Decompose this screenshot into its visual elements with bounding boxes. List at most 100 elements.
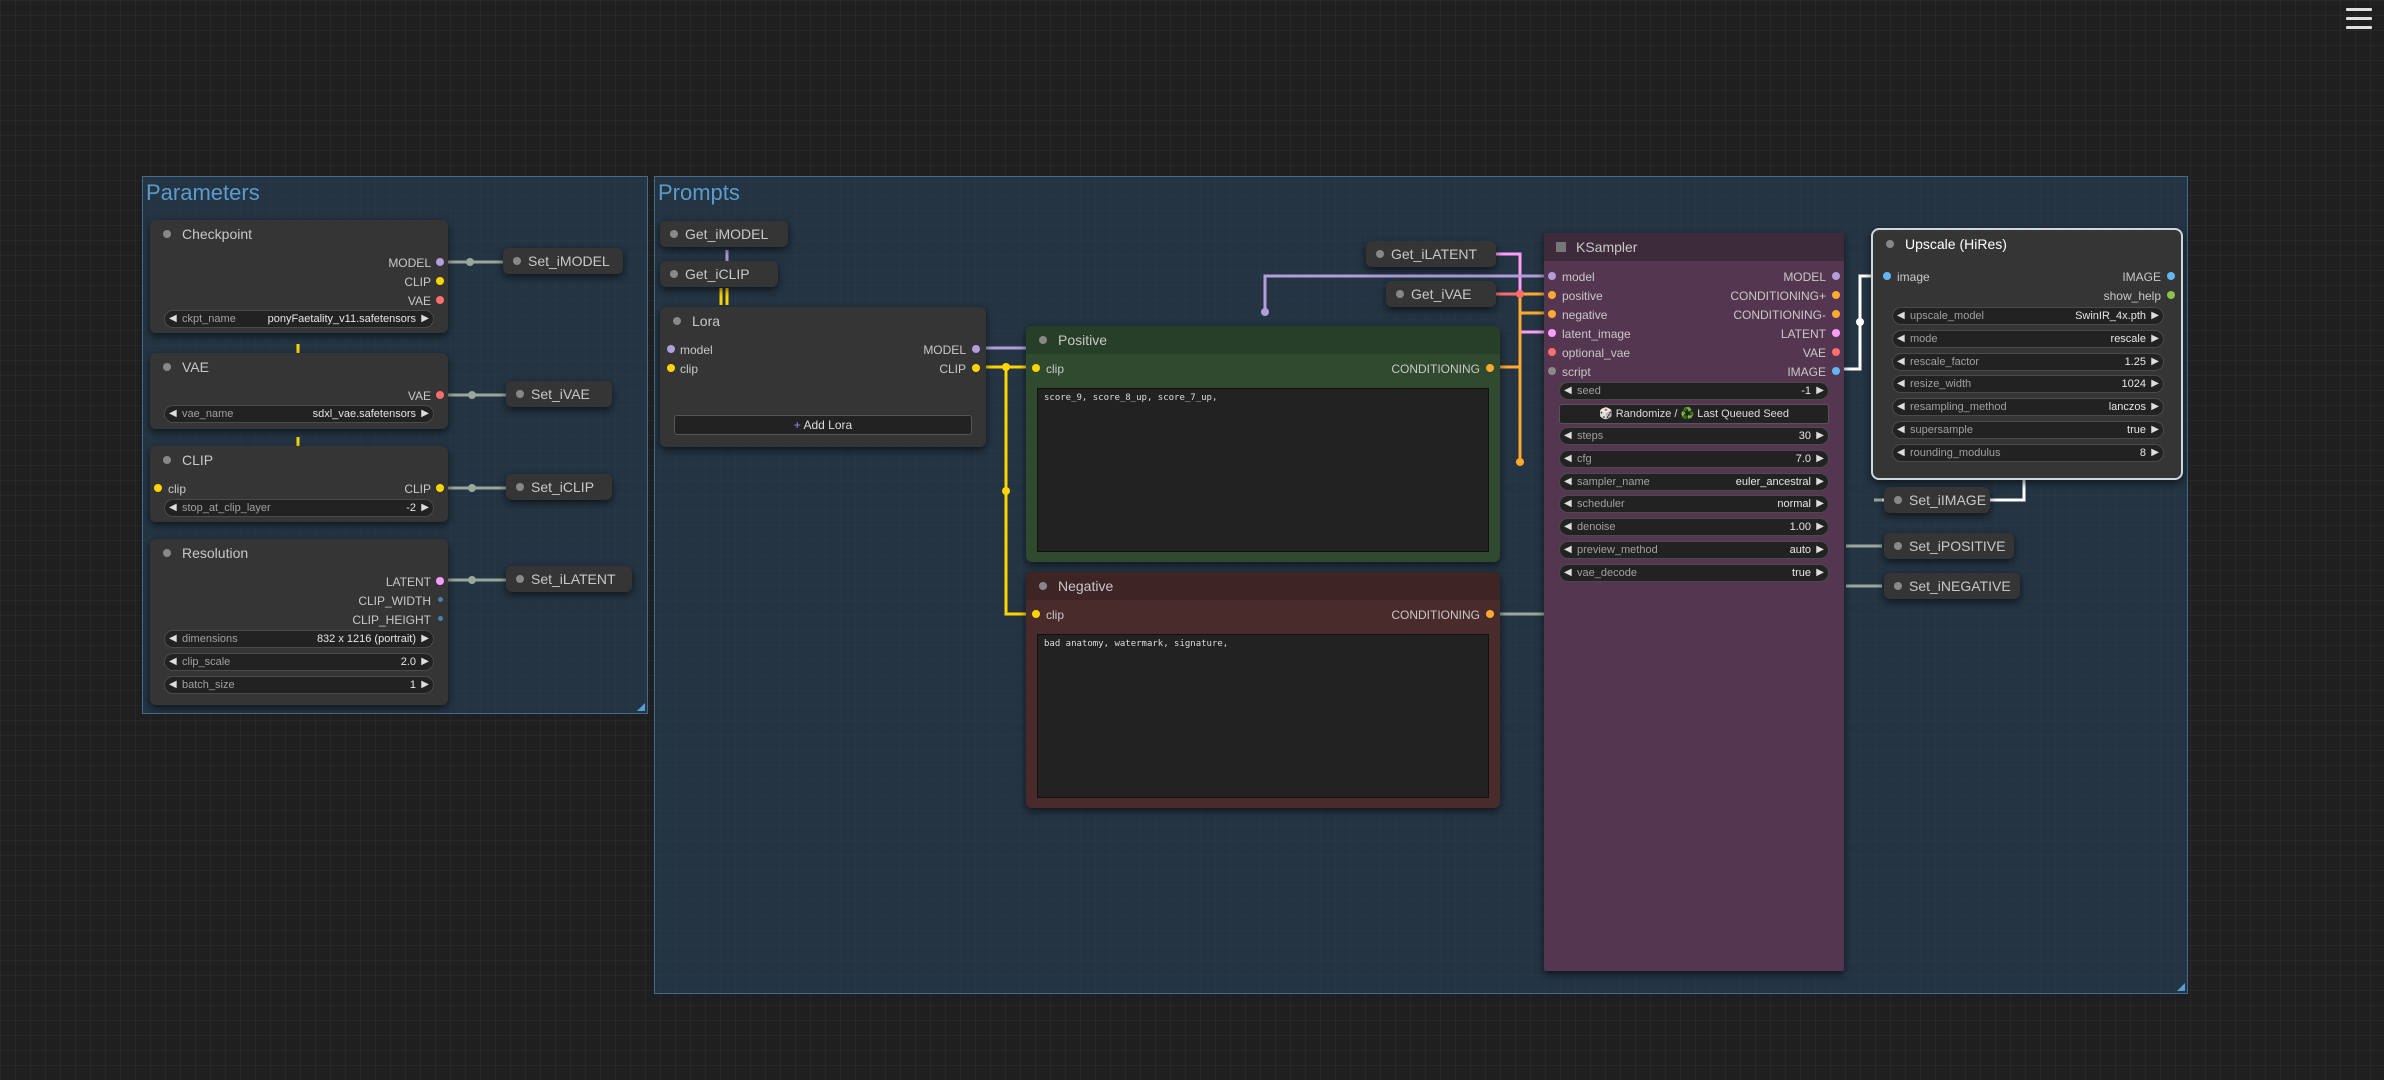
latent-output-pin[interactable] <box>436 577 444 585</box>
ckpt-name-combo[interactable]: ◀ ckpt_name ponyFaetality_v11.safetensor… <box>164 310 434 328</box>
arrow-right-icon[interactable]: ▶ <box>421 679 429 690</box>
set-imodel-node[interactable]: Set_iMODEL <box>503 248 623 274</box>
arrow-left-icon[interactable]: ◀ <box>1897 378 1905 390</box>
resolution-node[interactable]: Resolution LATENT CLIP_WIDTH CLIP_HEIGHT… <box>150 539 448 705</box>
arrow-left-icon[interactable]: ◀ <box>169 313 177 324</box>
model-output-pin[interactable] <box>436 258 444 266</box>
collapse-dot-icon[interactable] <box>1894 496 1902 504</box>
get-ivae-node[interactable]: Get_iVAE <box>1386 281 1496 307</box>
collapse-dot-icon[interactable] <box>1039 336 1047 344</box>
collapse-dot-icon[interactable] <box>1894 542 1902 550</box>
vae-output-pin[interactable] <box>1832 348 1840 356</box>
positive-prompt-node[interactable]: Positive clip CONDITIONING score_9, scor… <box>1026 326 1500 562</box>
upscale-hires-node[interactable]: Upscale (HiRes) image IMAGE show_help ◀u… <box>1871 228 2183 480</box>
height-output-pin[interactable] <box>438 616 443 621</box>
arrow-right-icon[interactable]: ▶ <box>2151 378 2159 390</box>
arrow-right-icon[interactable]: ▶ <box>1816 566 1824 578</box>
collapse-dot-icon[interactable] <box>516 483 524 491</box>
width-output-pin[interactable] <box>438 597 443 602</box>
lora-node[interactable]: Lora model clip MODEL CLIP + Add Lora <box>660 307 986 447</box>
collapse-dot-icon[interactable] <box>163 363 171 371</box>
set-ilatent-node[interactable]: Set_iLATENT <box>506 566 632 592</box>
arrow-left-icon[interactable]: ◀ <box>1897 401 1905 413</box>
set-inegative-node[interactable]: Set_iNEGATIVE <box>1884 573 2020 599</box>
latent-output-pin[interactable] <box>1832 329 1840 337</box>
get-imodel-node[interactable]: Get_iMODEL <box>660 221 788 247</box>
randomize-seed-button[interactable]: 🎲 Randomize / ♻️ Last Queued Seed <box>1559 404 1829 424</box>
hamburger-menu-icon[interactable] <box>2346 8 2372 32</box>
vae-output-pin[interactable] <box>436 296 444 304</box>
arrow-left-icon[interactable]: ◀ <box>169 633 177 644</box>
collapse-dot-icon[interactable] <box>1039 582 1047 590</box>
collapse-square-icon[interactable] <box>1556 242 1566 252</box>
model-input-pin[interactable] <box>667 345 675 353</box>
node-title[interactable]: Checkpoint <box>150 220 448 248</box>
arrow-right-icon[interactable]: ▶ <box>1816 385 1824 396</box>
collapse-dot-icon[interactable] <box>1894 582 1902 590</box>
ksampler-node[interactable]: KSampler model positive negative latent_… <box>1544 233 1844 971</box>
collapse-dot-icon[interactable] <box>670 270 678 278</box>
clip-scale-number[interactable]: ◀ clip_scale 2.0 ▶ <box>164 653 434 671</box>
resize-handle-icon[interactable] <box>2177 983 2185 991</box>
arrow-right-icon[interactable]: ▶ <box>2151 401 2159 413</box>
positive-input-pin[interactable] <box>1548 291 1556 299</box>
clip-input-pin[interactable] <box>667 364 675 372</box>
collapse-dot-icon[interactable] <box>1886 240 1894 248</box>
clip-input-pin[interactable] <box>1032 364 1040 372</box>
arrow-right-icon[interactable]: ▶ <box>2151 310 2159 321</box>
help-output-pin[interactable] <box>2167 291 2175 299</box>
model-output-pin[interactable] <box>1832 272 1840 280</box>
image-output-pin[interactable] <box>2167 272 2175 280</box>
arrow-right-icon[interactable]: ▶ <box>421 313 429 324</box>
arrow-right-icon[interactable]: ▶ <box>2151 424 2159 435</box>
vae-input-pin[interactable] <box>1548 348 1556 356</box>
conditioning-output-pin[interactable] <box>1486 364 1494 372</box>
collapse-dot-icon[interactable] <box>670 230 678 238</box>
node-title[interactable]: CLIP <box>150 446 448 474</box>
node-title[interactable]: KSampler <box>1544 233 1844 261</box>
arrow-right-icon[interactable]: ▶ <box>1816 521 1824 533</box>
arrow-left-icon[interactable]: ◀ <box>1564 430 1572 441</box>
node-title[interactable]: Resolution <box>150 539 448 567</box>
clip-output-pin[interactable] <box>436 484 444 492</box>
prompt-textarea[interactable]: score_9, score_8_up, score_7_up, <box>1037 388 1489 552</box>
set-iimage-node[interactable]: Set_iIMAGE <box>1884 487 1990 513</box>
checkpoint-node[interactable]: Checkpoint MODEL CLIP VAE ◀ ckpt_name po… <box>150 220 448 333</box>
arrow-left-icon[interactable]: ◀ <box>1564 566 1572 578</box>
script-input-pin[interactable] <box>1548 367 1556 375</box>
collapse-dot-icon[interactable] <box>163 549 171 557</box>
arrow-right-icon[interactable]: ▶ <box>2151 355 2159 367</box>
seed-number[interactable]: ◀ seed -1 ▶ <box>1559 382 1829 400</box>
arrow-left-icon[interactable]: ◀ <box>169 656 177 667</box>
vae-node[interactable]: VAE VAE ◀ vae_name sdxl_vae.safetensors … <box>150 353 448 429</box>
set-ipositive-node[interactable]: Set_iPOSITIVE <box>1884 533 2014 559</box>
negative-input-pin[interactable] <box>1548 310 1556 318</box>
arrow-right-icon[interactable]: ▶ <box>421 633 429 644</box>
arrow-right-icon[interactable]: ▶ <box>1816 452 1824 464</box>
negative-prompt-node[interactable]: Negative clip CONDITIONING bad anatomy, … <box>1026 572 1500 808</box>
arrow-right-icon[interactable]: ▶ <box>1816 498 1824 510</box>
arrow-right-icon[interactable]: ▶ <box>421 502 429 513</box>
arrow-left-icon[interactable]: ◀ <box>1564 544 1572 555</box>
arrow-left-icon[interactable]: ◀ <box>1564 385 1572 396</box>
get-iclip-node[interactable]: Get_iCLIP <box>660 261 778 287</box>
vae-output-pin[interactable] <box>436 391 444 399</box>
arrow-left-icon[interactable]: ◀ <box>1897 310 1905 321</box>
arrow-left-icon[interactable]: ◀ <box>169 502 177 513</box>
arrow-left-icon[interactable]: ◀ <box>1897 332 1905 344</box>
node-title[interactable]: Positive <box>1026 326 1500 354</box>
arrow-right-icon[interactable]: ▶ <box>1816 430 1824 441</box>
